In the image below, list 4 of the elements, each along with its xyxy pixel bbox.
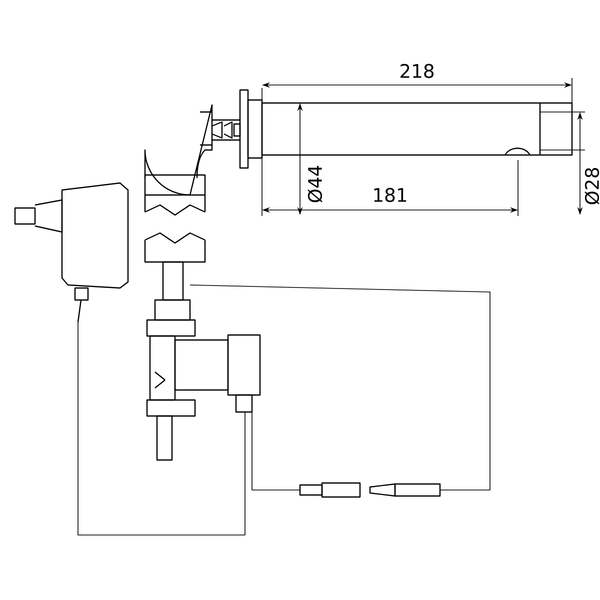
dimension-label: Ø44: [308, 166, 322, 202]
dimension-label: 181: [374, 188, 406, 202]
dimension-label: Ø28: [584, 168, 600, 204]
dimension-label: 218: [400, 64, 434, 78]
